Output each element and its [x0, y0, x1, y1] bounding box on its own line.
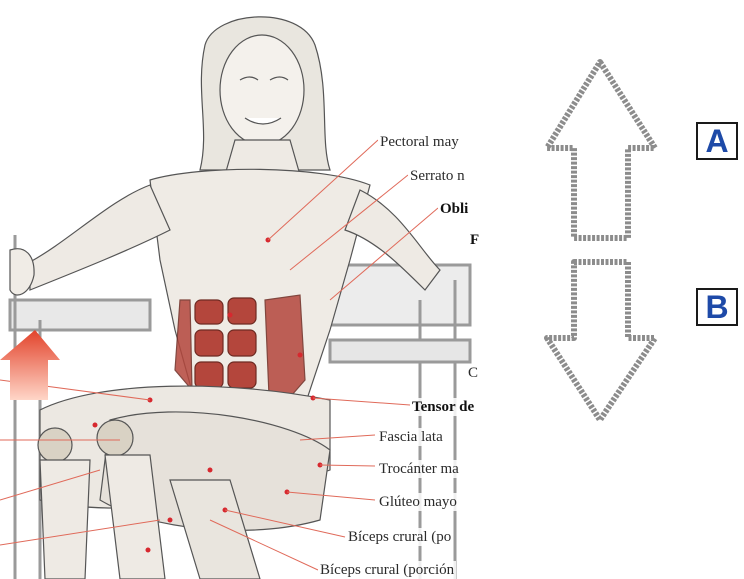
down-arrow-icon — [547, 262, 655, 420]
marker-a-label: A — [705, 123, 728, 160]
direction-arrows — [530, 50, 680, 430]
motion-arrow-icon — [0, 330, 60, 400]
marker-a: A — [696, 122, 738, 160]
marker-b: B — [696, 288, 738, 326]
up-arrow-icon — [547, 62, 655, 238]
anatomy-illustration — [0, 0, 480, 579]
marker-b-label: B — [705, 289, 728, 326]
